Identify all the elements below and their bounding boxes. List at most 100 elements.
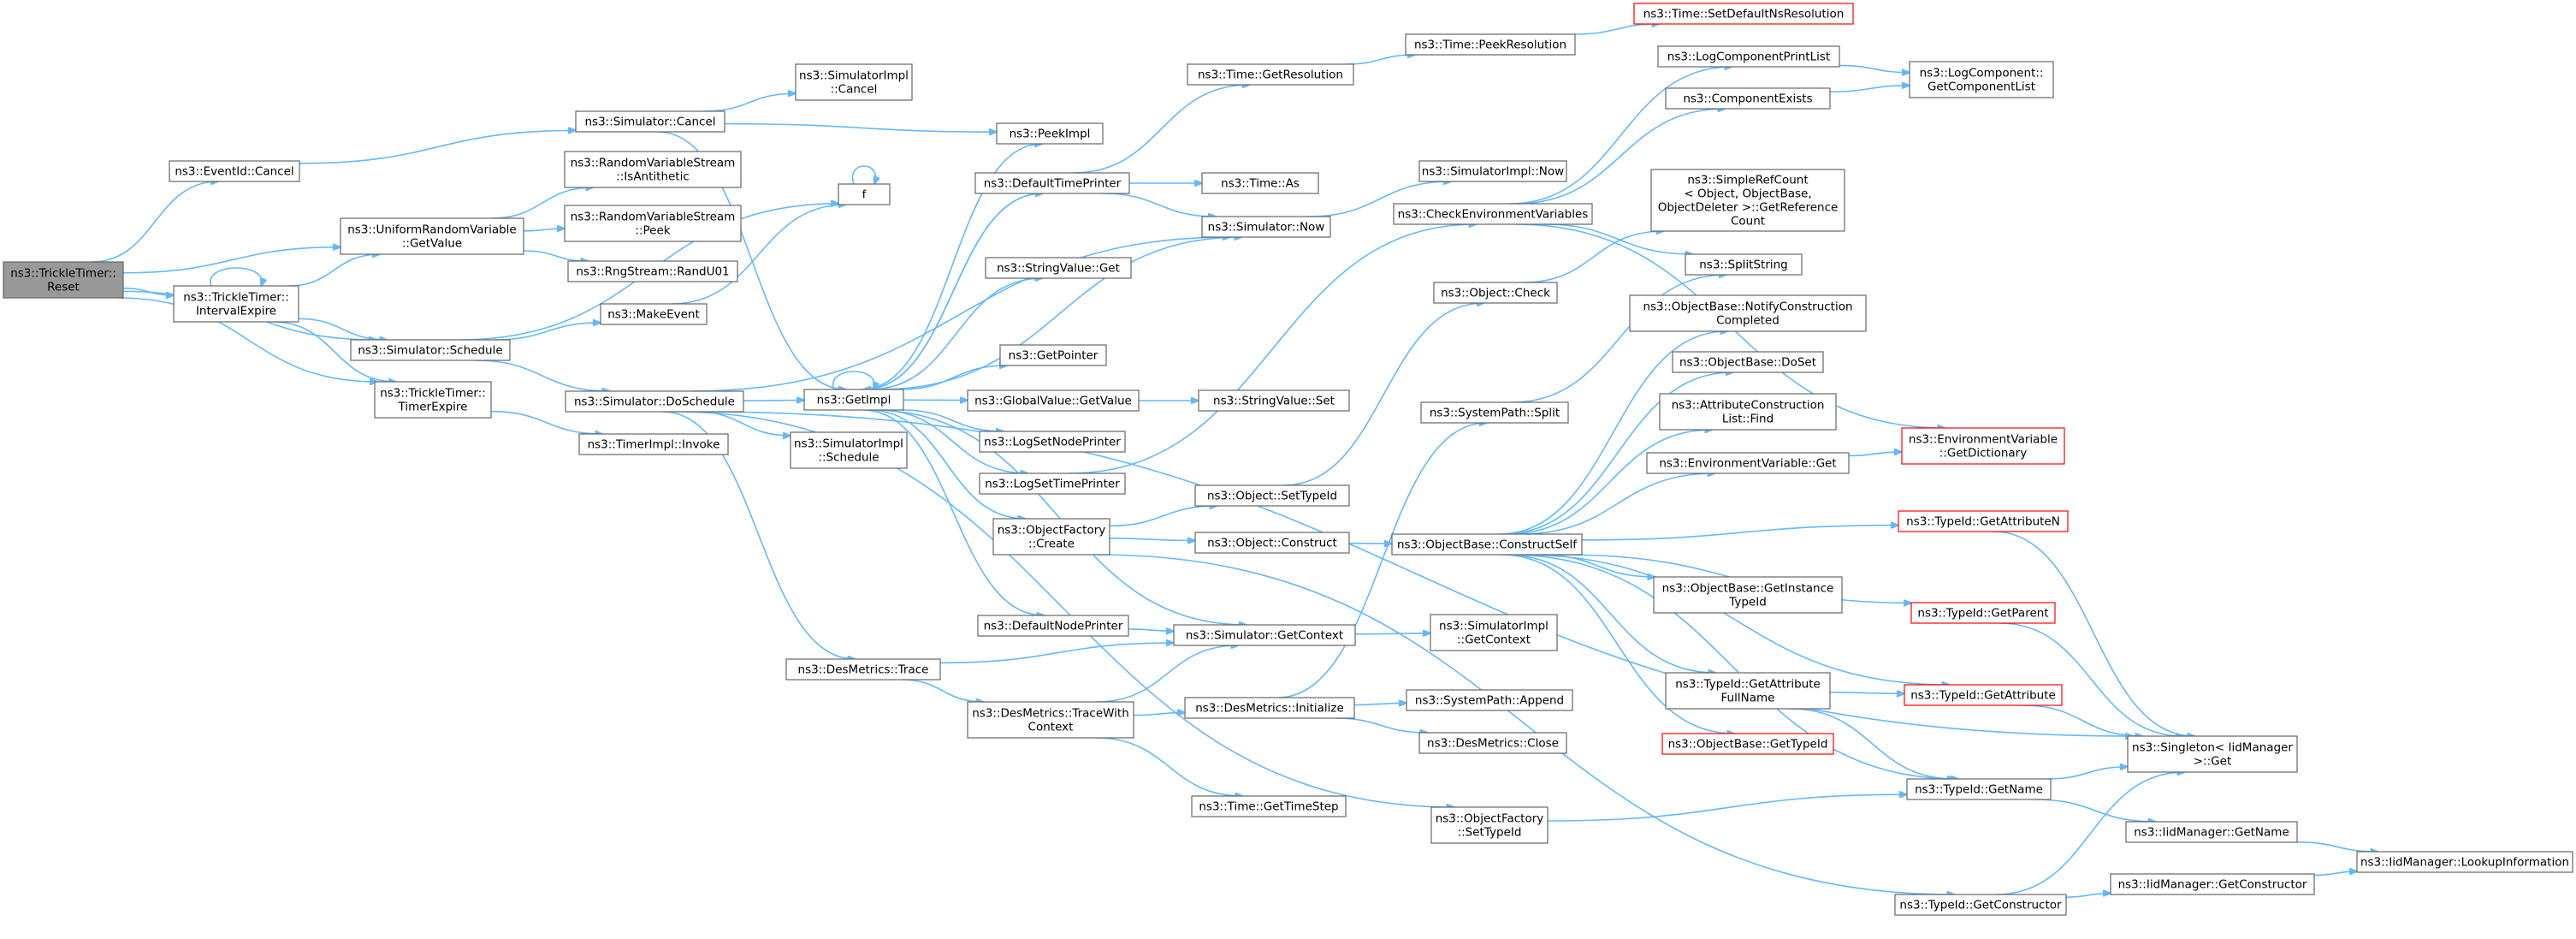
node-objectsettypeid[interactable]: ns3::Object::SetTypeId [1194,484,1350,507]
node-label: ns3::UniformRandomVariable [347,223,517,236]
node-singletonget[interactable]: ns3::Singleton< IidManager>::Get [2127,735,2298,773]
node-logcomplist[interactable]: ns3::LogComponentPrintList [1657,45,1840,68]
node-globalvaluegetvalue[interactable]: ns3::GlobalValue::GetValue [967,389,1140,412]
node-logsetnodeprinter[interactable]: ns3::LogSetNodePrinter [979,431,1126,453]
node-typeidgetparent[interactable]: ns3::TypeId::GetParent [1910,602,2056,624]
node-simplerefcount[interactable]: ns3::SimpleRefCount< Object, ObjectBase,… [1650,169,1845,232]
node-box [992,518,1110,556]
node-getimpl[interactable]: ns3::GetImpl [803,389,904,411]
node-checkenv[interactable]: ns3::CheckEnvironmentVariables [1393,203,1593,225]
node-typeidgetattributen[interactable]: ns3::TypeId::GetAttributeN [1898,510,2069,532]
node-desmetricsinit[interactable]: ns3::DesMetrics::Initialize [1184,697,1355,719]
node-iidlookup[interactable]: ns3::IidManager::LookupInformation [2356,851,2573,873]
node-box [1665,87,1831,110]
node-defaulttimeprinter[interactable]: ns3::DefaultTimePrinter [974,172,1130,194]
node-getpointer[interactable]: ns3::GetPointer [999,344,1107,366]
node-eventcancel[interactable]: ns3::EventId::Cancel [169,160,300,182]
node-simimplgetcontext[interactable]: ns3::SimulatorImpl::GetContext [1430,614,1558,651]
node-box [565,390,744,413]
node-box [1659,393,1837,431]
node-splitstring[interactable]: ns3::SplitString [1685,253,1803,276]
node-timerimplinvoke[interactable]: ns3::TimerImpl::Invoke [578,433,729,455]
edge-defaulttimeprinter-to-simnow [1102,193,1216,217]
node-typeidgetname[interactable]: ns3::TypeId::GetName [1906,778,2052,800]
edge-iidgetname-to-iidlookup [2296,841,2378,852]
node-timeas[interactable]: ns3::Time::As [1201,172,1319,194]
edge-getimpl-to-simgetcontext [871,409,1247,625]
node-desmetricsclose[interactable]: ns3::DesMetrics::Close [1418,732,1567,754]
node-box [1393,203,1593,225]
node-makeevent[interactable]: ns3::MakeEvent [600,303,708,325]
node-timegetresolution[interactable]: ns3::Time::GetResolution [1187,63,1354,86]
node-objectbasegettypeid[interactable]: ns3::ObjectBase::GetTypeId [1661,733,1834,755]
node-stringvalueget[interactable]: ns3::StringValue::Get [985,257,1132,279]
node-timerexpire[interactable]: ns3::TrickleTimer::TimerExpire [374,381,492,419]
node-objectbaseconstructself[interactable]: ns3::ObjectBase::ConstructSelf [1391,533,1583,556]
node-doschedule[interactable]: ns3::Simulator::DoSchedule [565,390,744,413]
node-typeidgetattribute[interactable]: ns3::TypeId::GetAttribute [1904,684,2063,706]
node-simnow[interactable]: ns3::Simulator::Now [1201,216,1331,238]
node-objectbasedoset[interactable]: ns3::ObjectBase::DoSet [1672,351,1824,373]
node-logcompgetlist[interactable]: ns3::LogComponent::GetComponentList [1909,61,2054,98]
node-desmetricstrace[interactable]: ns3::DesMetrics::Trace [785,658,941,680]
node-label: ::Peek [635,223,670,237]
node-envvarget[interactable]: ns3::EnvironmentVariable::Get [1646,452,1850,474]
edge-objectbaseconstructself-to-objectbasegettypeid [1500,554,1735,734]
node-simgetcontext[interactable]: ns3::Simulator::GetContext [1173,624,1356,646]
node-envvargetdict[interactable]: ns3::EnvironmentVariable::GetDictionary [1901,427,2065,465]
node-logsettimeprinter[interactable]: ns3::LogSetTimePrinter [979,472,1126,495]
node-intervalexpire[interactable]: ns3::TrickleTimer::IntervalExpire [173,285,299,323]
node-randu01[interactable]: ns3::RngStream::RandU01 [567,260,738,282]
node-timegettimestep[interactable]: ns3::Time::GetTimeStep [1191,795,1347,817]
node-simimplschedule[interactable]: ns3::SimulatorImpl::Schedule [790,431,908,469]
node-box [1433,282,1558,304]
node-box [1201,216,1331,238]
node-box [1672,351,1824,373]
node-timepeekres[interactable]: ns3::Time::PeekResolution [1405,33,1576,56]
node-box [1198,389,1350,412]
node-reset[interactable]: ns3::TrickleTimer::Reset [3,261,124,299]
node-stringvalueset[interactable]: ns3::StringValue::Set [1198,389,1350,412]
node-box [999,344,1107,366]
node-compexists[interactable]: ns3::ComponentExists [1665,87,1831,110]
node-label: ns3::Singleton< IidManager [2132,740,2293,754]
edge-typeidgetname-to-iidgetname [2034,799,2155,822]
node-rvsanti[interactable]: ns3::RandomVariableStream::IsAntithetic [564,151,742,188]
node-box [967,701,1134,739]
edge-tracewithcontext-to-simgetcontext [1096,645,1239,703]
edge-typeidgetattribute-to-singletonget [2022,704,2143,736]
node-rvspeek[interactable]: ns3::RandomVariableStream::Peek [564,205,742,242]
edge-simcancel-to-getimpl [657,131,846,389]
node-f[interactable]: f [838,183,891,205]
node-typeidgetconstructor[interactable]: ns3::TypeId::GetConstructor [1894,894,2067,916]
node-box [1201,172,1319,194]
node-iidgetconstructor[interactable]: ns3::IidManager::GetConstructor [2110,873,2315,895]
node-box [1661,733,1834,755]
edge-timepeekres-to-timesetdefault [1574,24,1660,35]
node-iidgetname[interactable]: ns3::IidManager::GetName [2125,821,2298,843]
node-simcancel[interactable]: ns3::Simulator::Cancel [575,110,725,133]
node-urvgetvalue[interactable]: ns3::UniformRandomVariable::GetValue [340,217,524,255]
node-box [1418,160,1567,182]
node-box [979,431,1126,453]
node-notifyconstruction[interactable]: ns3::ObjectBase::NotifyConstructionCompl… [1629,294,1867,332]
node-systempathappend[interactable]: ns3::SystemPath::Append [1406,689,1573,711]
node-timesetdefault[interactable]: ns3::Time::SetDefaultNsResolution [1633,3,1854,25]
node-objectfactorysettypeid[interactable]: ns3::ObjectFactory::SetTypeId [1430,806,1549,844]
node-simimplcancel[interactable]: ns3::SimulatorImpl::Cancel [795,63,913,101]
node-objectcheck[interactable]: ns3::Object::Check [1433,282,1558,304]
node-simimplnow[interactable]: ns3::SimulatorImpl::Now [1418,160,1567,182]
node-objectconstruct[interactable]: ns3::Object::Construct [1194,532,1350,554]
node-label: ns3::LogSetTimePrinter [985,477,1120,490]
node-systempathsplit[interactable]: ns3::SystemPath::Split [1420,401,1569,424]
node-objectfactorycreate[interactable]: ns3::ObjectFactory::Create [992,518,1110,556]
node-simschedule[interactable]: ns3::Simulator::Schedule [350,339,511,361]
node-box [1430,614,1558,651]
node-defaultnodeprinter[interactable]: ns3::DefaultNodePrinter [977,615,1129,637]
node-peekimpl[interactable]: ns3::PeekImpl [996,122,1104,145]
node-label: ns3::ObjectFactory [998,523,1106,537]
